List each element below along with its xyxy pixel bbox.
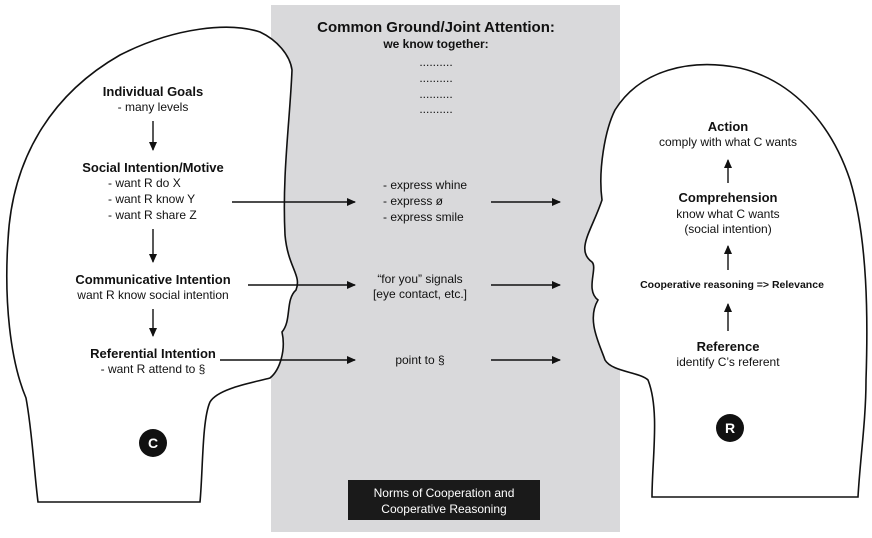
referential-intention-line-1: - want R attend to § <box>101 362 206 376</box>
expression-smile: - express smile <box>383 210 464 224</box>
expression-whine: - express whine <box>383 178 467 192</box>
common-ground-dots-4: .......... <box>419 102 452 116</box>
norms-box <box>348 480 540 520</box>
common-ground-subtitle: we know together: <box>382 37 488 51</box>
left-head-outline <box>6 26 299 503</box>
individual-goals-line-1: - many levels <box>118 100 189 114</box>
common-ground-dots-2: .......... <box>419 71 452 85</box>
reference-line-1: identify C’s referent <box>676 355 780 369</box>
common-ground-title: Common Ground/Joint Attention: <box>317 19 555 36</box>
action-line-1: comply with what C wants <box>659 135 797 149</box>
badge-c-circle <box>139 429 167 457</box>
cooperative-reasoning-label: Cooperative reasoning => Relevance <box>640 279 824 291</box>
right-head-outline <box>584 63 868 498</box>
comprehension-title: Comprehension <box>679 190 778 205</box>
badge-r-label: R <box>725 420 735 436</box>
action-title: Action <box>708 119 749 134</box>
badge-r-circle <box>716 414 744 442</box>
signals-line-2: [eye contact, etc.] <box>373 287 467 301</box>
common-ground-region <box>271 5 620 532</box>
social-intention-line-1: - want R do X <box>108 176 181 190</box>
norms-line-2: Cooperative Reasoning <box>381 502 506 516</box>
norms-line-1: Norms of Cooperation and <box>374 486 515 500</box>
reference-title: Reference <box>697 339 760 354</box>
badge-c-label: C <box>148 435 158 451</box>
social-intention-line-2: - want R know Y <box>108 192 195 206</box>
communicative-intention-title: Communicative Intention <box>75 272 230 287</box>
signals-line-1: “for you” signals <box>377 272 462 286</box>
comprehension-line-1: know what C wants <box>676 207 779 221</box>
social-intention-line-3: - want R share Z <box>108 208 197 222</box>
common-ground-dots-1: .......... <box>419 55 452 69</box>
point-to-label: point to § <box>395 353 444 367</box>
communicative-intention-line-1: want R know social intention <box>76 288 228 302</box>
individual-goals-title: Individual Goals <box>103 84 203 99</box>
comprehension-line-2: (social intention) <box>684 222 771 236</box>
referential-intention-title: Referential Intention <box>90 346 216 361</box>
common-ground-dots-3: .......... <box>419 87 452 101</box>
expression-neutral: - express ø <box>383 194 444 208</box>
social-intention-title: Social Intention/Motive <box>82 160 224 175</box>
